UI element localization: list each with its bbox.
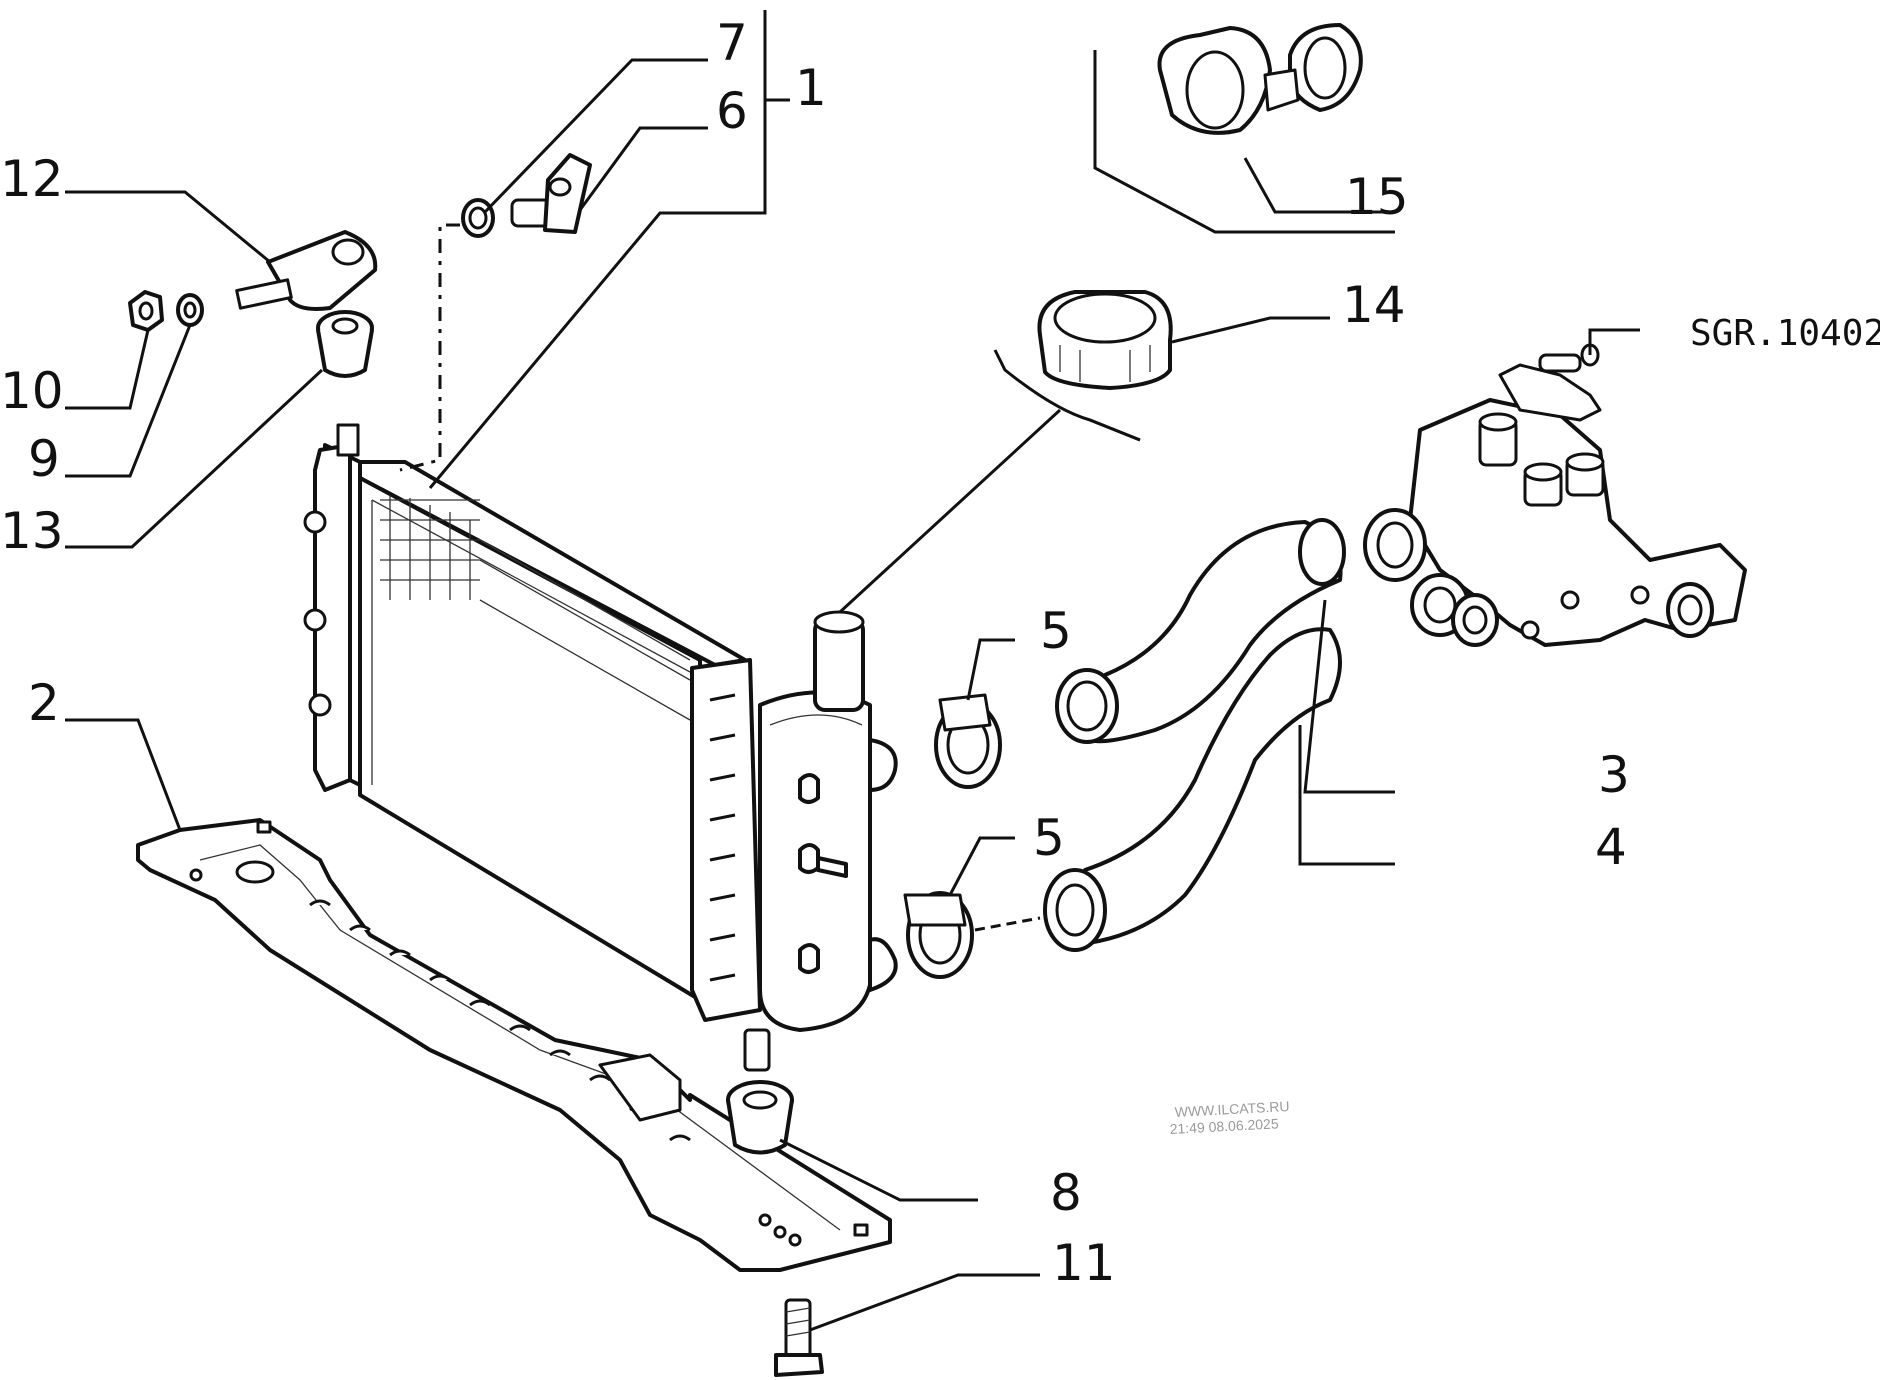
callout-label-8: 8 <box>1050 1164 1082 1222</box>
nut[interactable] <box>128 290 164 332</box>
hose-clamp-lower[interactable] <box>903 891 974 979</box>
bolt[interactable] <box>774 1298 824 1377</box>
callout-label-15: 15 <box>1345 168 1409 226</box>
hose-clamp-upper[interactable] <box>934 693 1002 789</box>
callout-label-11: 11 <box>1052 1234 1116 1292</box>
diagram-code: SGR.10402 <box>1690 313 1880 354</box>
callout-labels: 1 2 3 4 5 5 6 7 8 9 10 11 12 13 14 15 SG… <box>0 14 1880 1292</box>
callout-label-1: 1 <box>795 59 827 117</box>
leader-lines <box>65 10 1640 1332</box>
callout-label-2: 2 <box>28 674 60 732</box>
callout-label-6: 6 <box>716 82 748 140</box>
washer[interactable] <box>176 293 204 327</box>
lower-hose[interactable] <box>1043 627 1342 952</box>
callout-label-3: 3 <box>1598 746 1630 804</box>
callout-label-5-lower: 5 <box>1033 809 1065 867</box>
callout-label-10: 10 <box>0 362 64 420</box>
thermostat-housing[interactable] <box>1363 343 1747 647</box>
watermark: WWW.ILCATS.RU 21:49 08.06.2025 <box>1169 1098 1290 1137</box>
filler-cap[interactable] <box>1037 290 1173 390</box>
radiator[interactable] <box>303 423 898 1072</box>
bleed-screw[interactable] <box>510 153 592 234</box>
lower-mount-bush[interactable] <box>726 1080 794 1155</box>
seal-ring[interactable] <box>461 198 495 238</box>
hose-clip[interactable] <box>1157 23 1363 135</box>
lower-support-bracket[interactable] <box>136 818 892 1272</box>
callout-label-4: 4 <box>1595 818 1627 876</box>
watermark-site: WWW.ILCATS.RU <box>1174 1098 1290 1120</box>
callout-label-5-upper: 5 <box>1040 602 1072 660</box>
callout-label-13: 13 <box>0 502 64 560</box>
watermark-stamp: 21:49 08.06.2025 <box>1169 1115 1279 1137</box>
callout-label-9: 9 <box>28 430 60 488</box>
callout-label-14: 14 <box>1342 276 1406 334</box>
callout-label-12: 12 <box>0 150 64 208</box>
upper-hose[interactable] <box>1055 518 1346 744</box>
bracket-stud[interactable] <box>235 230 378 311</box>
upper-mount-bush[interactable] <box>316 310 374 378</box>
callout-label-7: 7 <box>716 14 748 72</box>
